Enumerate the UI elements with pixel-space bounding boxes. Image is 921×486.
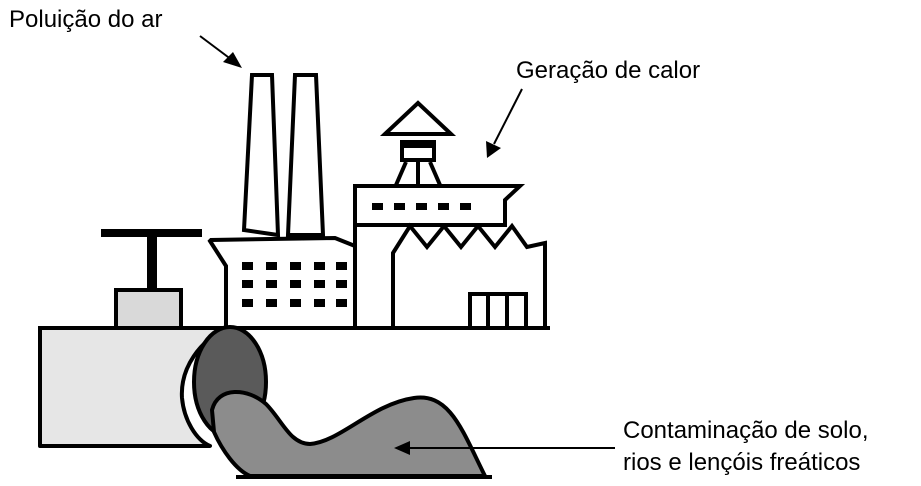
effluent-icon <box>210 390 487 478</box>
air-pollution-arrow <box>199 35 242 68</box>
contamination-arrow <box>394 441 615 455</box>
valve-icon <box>101 229 202 330</box>
factory-main-building <box>353 184 526 328</box>
heat-generation-arrow <box>486 88 523 158</box>
factory-left-building <box>207 235 357 330</box>
label-contamination-line2: rios e lençóis freáticos <box>623 449 861 476</box>
factory-windows <box>242 262 347 307</box>
label-heat-generation: Geração de calor <box>516 57 701 84</box>
label-contamination-line1: Contaminação de solo, <box>623 417 869 444</box>
label-air-pollution: Poluição do ar <box>9 6 163 33</box>
water-tower <box>379 100 457 186</box>
smokestack-icon <box>241 73 326 238</box>
pipe-icon <box>38 326 550 448</box>
main-building-windows <box>372 203 471 210</box>
sawtooth-building <box>391 222 547 330</box>
